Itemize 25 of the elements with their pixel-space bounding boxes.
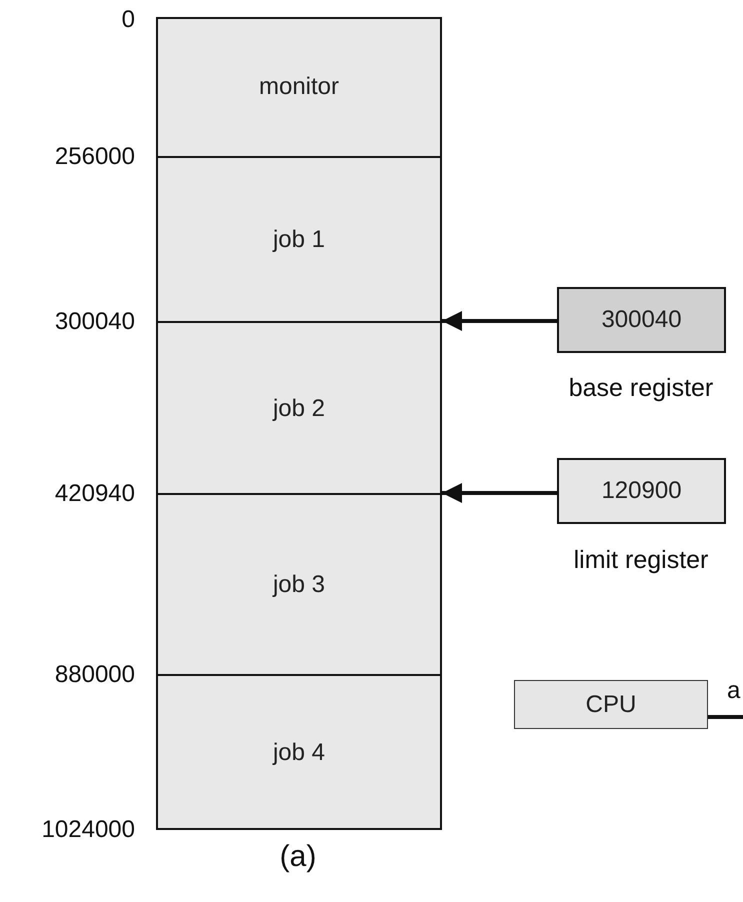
register-box <box>514 680 708 729</box>
node-label: job 2 <box>272 394 326 422</box>
address-label: 420940 <box>54 480 135 508</box>
node-label: monitor <box>258 73 340 101</box>
node-label: 120900 <box>601 477 682 505</box>
node-label: CPU <box>586 690 636 718</box>
address-label: 300040 <box>54 308 135 336</box>
register-caption: limit register <box>574 546 708 575</box>
connector-line <box>708 715 743 719</box>
node-label: job 1 <box>272 226 326 254</box>
address-label: 1024000 <box>42 816 135 844</box>
address-label: 880000 <box>54 661 135 689</box>
memory-block <box>156 17 442 830</box>
edge-label: a <box>727 677 740 705</box>
register-box <box>557 287 726 353</box>
address-label: 0 <box>122 6 135 34</box>
node-label: 300040 <box>601 306 682 334</box>
node-label: job 3 <box>272 571 326 599</box>
register-caption: base register <box>568 374 714 403</box>
register-box <box>557 458 726 524</box>
arrow <box>442 483 557 503</box>
address-label: 256000 <box>54 143 135 171</box>
arrow <box>442 311 557 331</box>
node-label: job 4 <box>272 739 326 767</box>
figure-caption: (a) <box>280 840 316 874</box>
